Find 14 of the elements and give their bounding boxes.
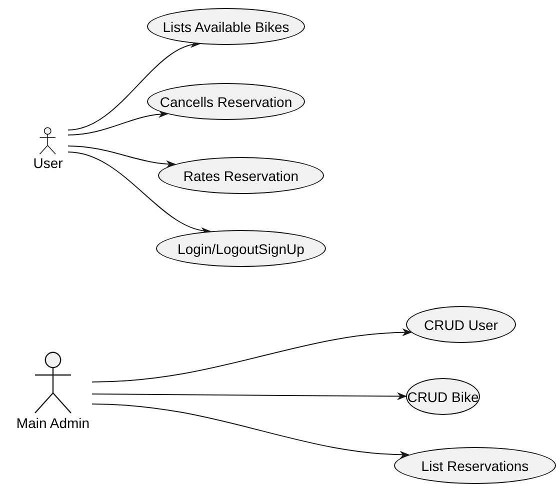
- arrow: [92, 392, 407, 400]
- arrow: [92, 404, 410, 459]
- actor-label: Main Admin: [16, 415, 90, 431]
- use-case-ellipse: Cancells Reservation: [147, 83, 305, 120]
- actor-label: User: [33, 155, 63, 171]
- use-case-ellipse: CRUD User: [406, 306, 516, 343]
- arrow: [68, 110, 168, 136]
- use-case-ellipse: Login/LogoutSignUp: [156, 230, 326, 267]
- use-case-ellipse: Lists Available Bikes: [147, 8, 305, 45]
- use-case-ellipse: CRUD Bike: [406, 378, 480, 415]
- use-case-ellipse: Rates Reservation: [158, 157, 324, 194]
- arrow: [68, 146, 176, 168]
- arrow: [92, 328, 412, 382]
- use-case-ellipse: List Reservations: [394, 447, 556, 484]
